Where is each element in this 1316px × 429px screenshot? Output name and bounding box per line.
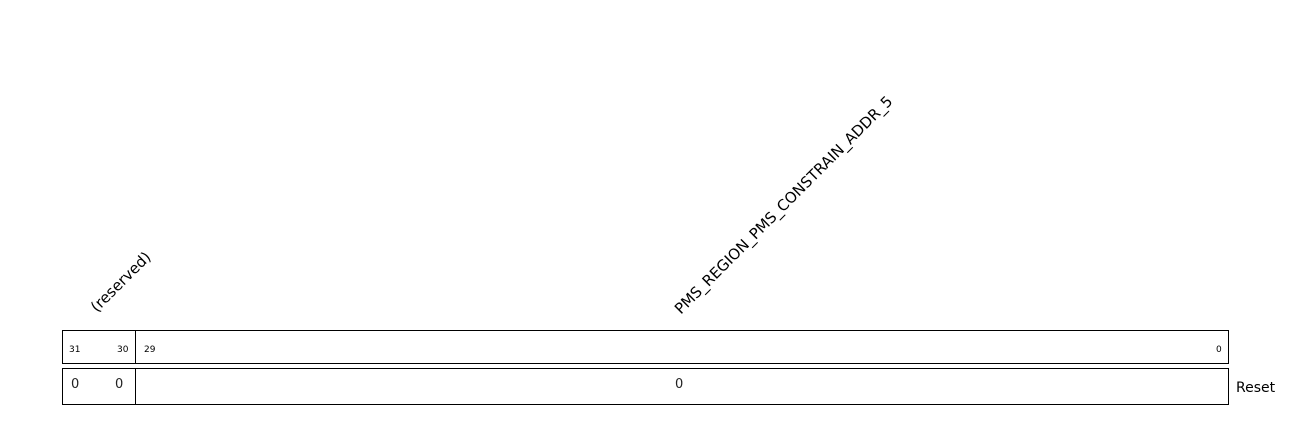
bit-number-31: 31 [69,345,81,355]
bit-number-row: 31 30 29 0 [62,330,1229,364]
reset-row-label: Reset [1236,380,1276,396]
bit-number-0: 0 [1216,345,1222,355]
bit-number-29: 29 [144,345,156,355]
bit-number-30: 30 [117,345,129,355]
reset-value-row: 0 0 0 [62,368,1229,405]
field-divider [135,331,136,363]
reset-value-bits-29-0: 0 [675,377,684,392]
reset-value-bit-31: 0 [71,377,80,392]
field-divider [135,369,136,404]
field-label-reserved: (reserved) [86,248,155,316]
reset-value-bit-30: 0 [115,377,124,392]
field-label-pms-region-pms-constrain-addr-5: PMS_REGION_PMS_CONSTRAIN_ADDR_5 [670,92,897,318]
